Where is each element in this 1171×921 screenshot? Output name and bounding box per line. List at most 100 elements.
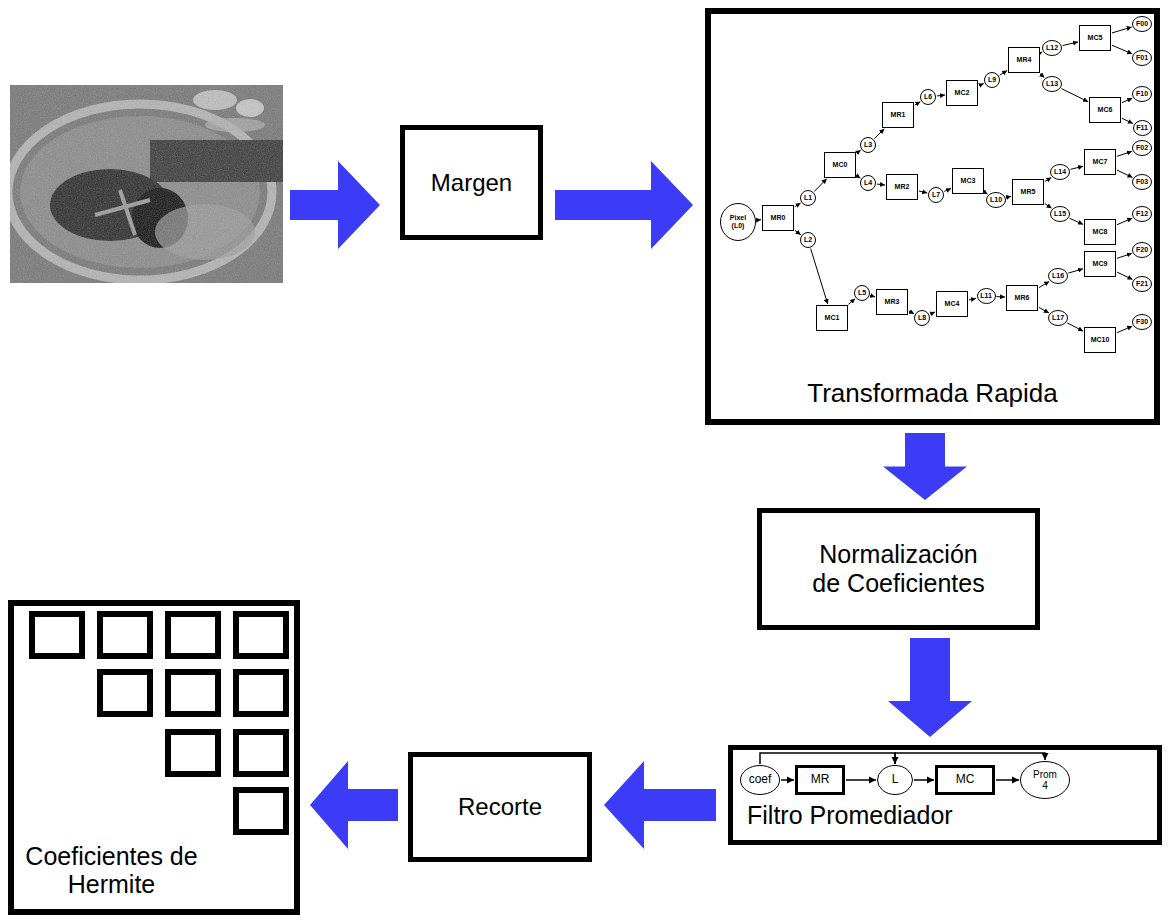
node-label: MC5 xyxy=(1088,34,1103,42)
node-label: L6 xyxy=(924,93,932,101)
node-label: MR5 xyxy=(1021,188,1036,196)
lifting-block: MR6 xyxy=(1006,285,1038,311)
node-label: coef xyxy=(749,773,772,787)
process-box: Recorte xyxy=(408,752,592,862)
signal-line xyxy=(1117,170,1133,177)
signal-line xyxy=(781,779,794,781)
node-label: F11 xyxy=(1136,124,1148,132)
signal-node: L8 xyxy=(914,310,930,326)
process-box: Normalización de Coeficientes xyxy=(757,508,1040,630)
process-box: Margen xyxy=(400,125,543,240)
signal-node: L9 xyxy=(984,72,1000,88)
signal-node: L xyxy=(877,765,913,795)
signal-node: F03 xyxy=(1132,174,1152,190)
signal-line xyxy=(1112,27,1132,33)
signal-line xyxy=(1112,45,1132,54)
coefficient-grid xyxy=(32,614,286,832)
signal-line xyxy=(1040,74,1044,78)
node-label: MR2 xyxy=(895,183,910,191)
process-box: Transformada RapidaPixel (L0)MR0L1L2MC0L… xyxy=(705,8,1160,425)
node-label: L14 xyxy=(1054,168,1066,176)
node-label: L15 xyxy=(1054,210,1066,218)
lifting-block: MC1 xyxy=(816,305,848,331)
signal-node: Pixel (L0) xyxy=(720,203,756,241)
node-label: L5 xyxy=(858,289,866,297)
node-label: MC6 xyxy=(1098,106,1113,114)
signal-line xyxy=(1039,307,1049,313)
node-label: Normalización de Coeficientes xyxy=(811,540,986,598)
signal-line xyxy=(1117,151,1132,156)
node-label: L xyxy=(892,773,899,787)
signal-node: L14 xyxy=(1050,164,1070,180)
signal-line xyxy=(1117,218,1132,225)
filter-block: MC xyxy=(935,765,995,795)
signal-line xyxy=(846,779,876,781)
flow-arrow xyxy=(888,638,972,737)
node-label: F00 xyxy=(1136,20,1148,28)
signal-line xyxy=(848,299,855,305)
flow-arrow xyxy=(555,161,693,249)
node-label: MR4 xyxy=(1017,56,1032,64)
signal-line xyxy=(1067,323,1083,331)
signal-line xyxy=(996,779,1019,781)
node-label: MC10 xyxy=(1091,336,1110,344)
signal-node: F01 xyxy=(1132,50,1152,66)
node-label: L1 xyxy=(804,194,812,202)
signal-line xyxy=(857,176,861,178)
node-label: L4 xyxy=(864,179,872,187)
node-label: L16 xyxy=(1052,272,1064,280)
process-box: Filtro PromediadorcoefMRLMCProm 4 xyxy=(728,745,1162,845)
lifting-block: MC6 xyxy=(1089,97,1121,123)
node-label: MC8 xyxy=(1093,228,1108,236)
signal-node: F10 xyxy=(1132,86,1152,102)
signal-node: L7 xyxy=(928,187,944,203)
node-label: L8 xyxy=(918,314,926,322)
node-label: MR xyxy=(811,773,830,787)
signal-line xyxy=(1071,166,1084,169)
signal-line xyxy=(979,84,984,86)
lifting-block: MC4 xyxy=(936,291,968,317)
lifting-block: MR1 xyxy=(882,102,914,128)
lifting-block: MR3 xyxy=(876,289,908,315)
lifting-block: MC2 xyxy=(946,80,978,106)
process-box: Coeficientes de Hermite xyxy=(8,600,300,915)
node-label: L2 xyxy=(804,236,812,244)
signal-line xyxy=(969,298,976,300)
lifting-block: MC8 xyxy=(1084,219,1116,245)
signal-node: F02 xyxy=(1132,140,1152,156)
signal-line xyxy=(895,753,1045,764)
node-label: Transformada Rapida xyxy=(807,379,1058,409)
signal-line xyxy=(795,203,801,207)
signal-line xyxy=(877,184,885,186)
node-label: L12 xyxy=(1046,44,1058,52)
node-label: MR0 xyxy=(771,214,786,222)
signal-line xyxy=(937,94,945,96)
node-label: L9 xyxy=(988,76,996,84)
input-arrow xyxy=(290,161,380,249)
signal-line xyxy=(1068,269,1083,273)
signal-node: L3 xyxy=(860,137,876,153)
signal-line xyxy=(1117,253,1132,258)
node-label: MC1 xyxy=(825,314,840,322)
node-label: MC7 xyxy=(1093,158,1108,166)
node-label: MC xyxy=(956,773,975,787)
signal-line xyxy=(915,102,920,105)
signal-node: L6 xyxy=(920,89,936,105)
node-label: MR6 xyxy=(1015,294,1030,302)
signal-line xyxy=(1063,42,1078,46)
signal-line xyxy=(1041,52,1042,54)
signal-line xyxy=(1061,89,1088,102)
signal-node: coef xyxy=(740,765,780,795)
signal-line xyxy=(1117,326,1132,333)
signal-line xyxy=(985,192,988,194)
node-label: MC2 xyxy=(955,89,970,97)
lifting-block: MC10 xyxy=(1084,327,1116,353)
lifting-block: MC7 xyxy=(1084,149,1116,175)
signal-line xyxy=(919,191,927,193)
signal-node: L15 xyxy=(1050,206,1070,222)
node-label: L3 xyxy=(864,141,872,149)
signal-node: F00 xyxy=(1132,16,1152,32)
